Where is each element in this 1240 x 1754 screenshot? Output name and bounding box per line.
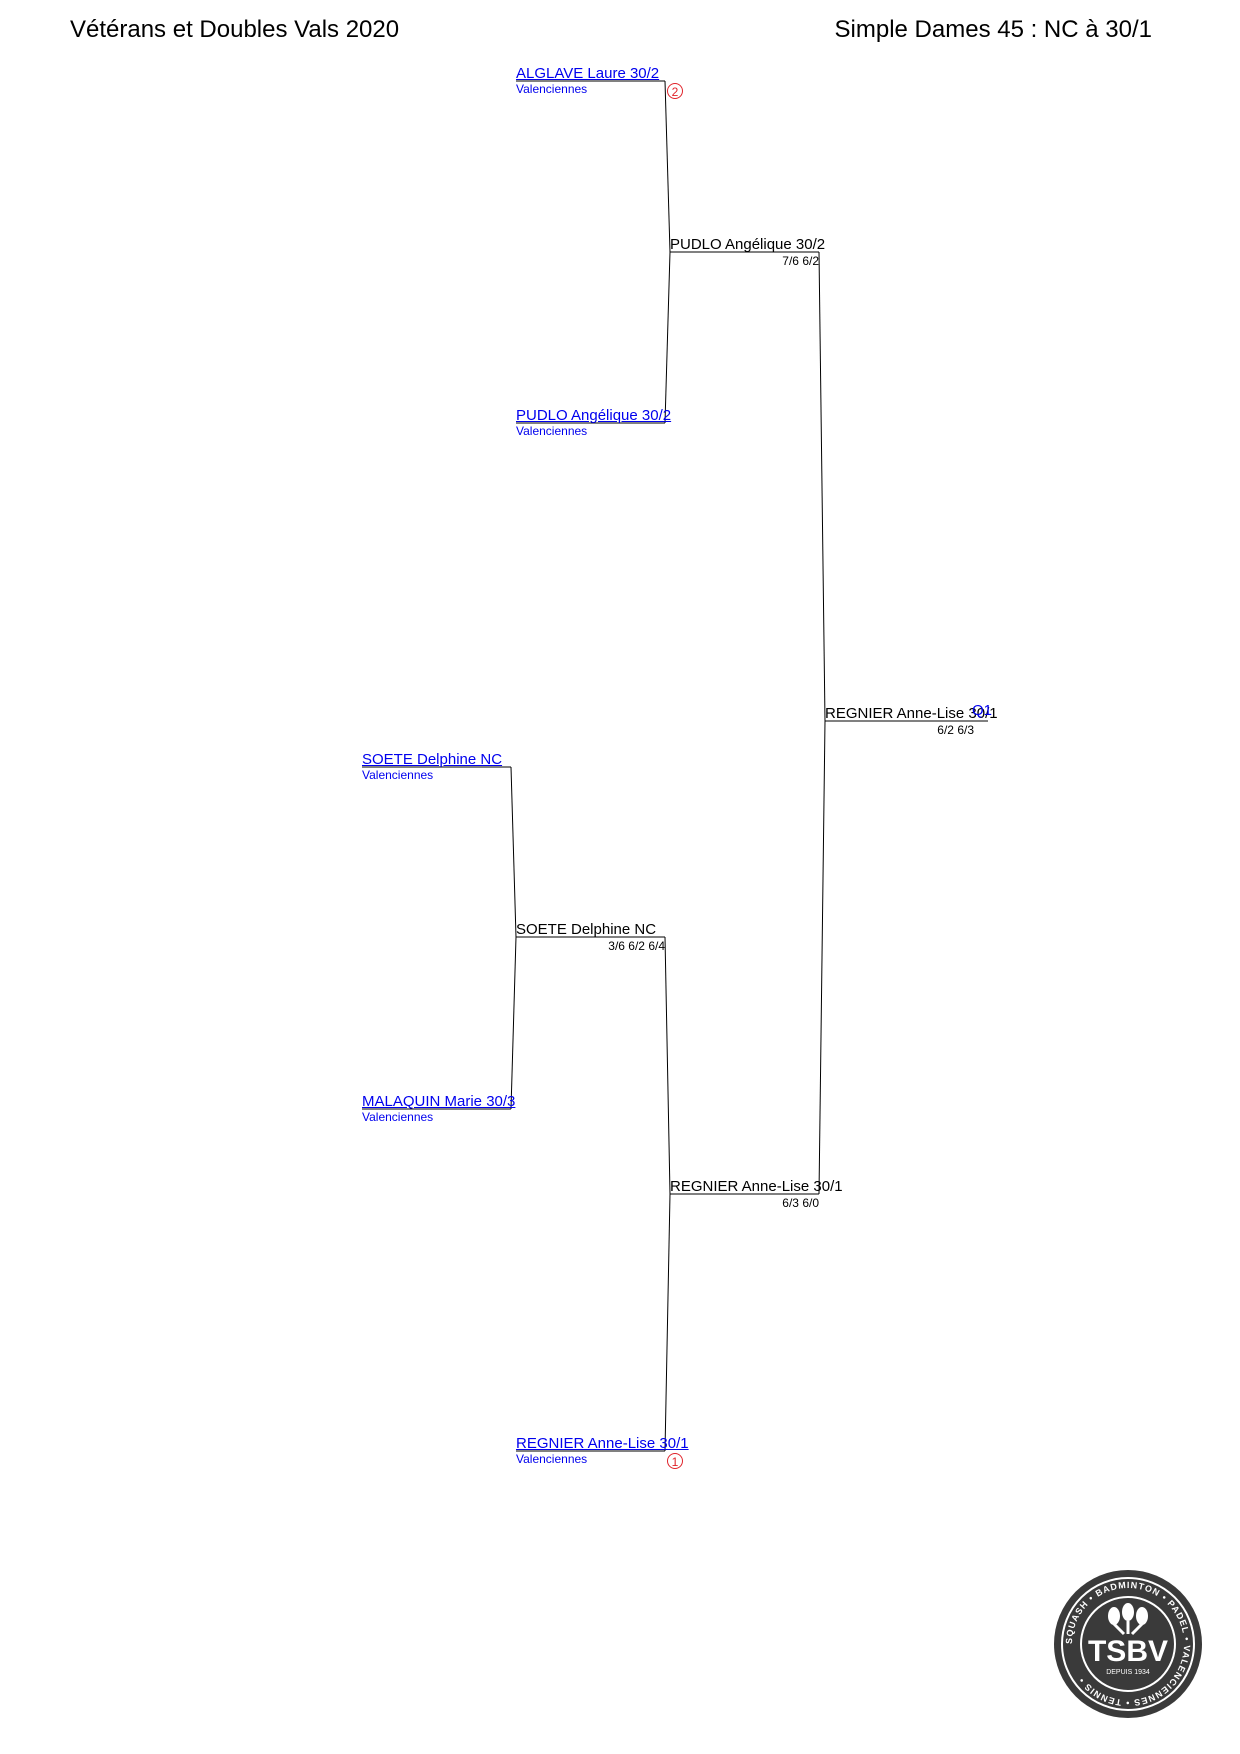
semi-top-winner: PUDLO Angélique 30/2 — [670, 237, 825, 252]
r1-score: 3/6 6/2 6/4 — [608, 939, 665, 953]
connector-semi-bottom-a — [664, 936, 671, 1195]
semi-bottom-score: 6/3 6/0 — [782, 1196, 819, 1210]
seed-badge: 1 — [667, 1453, 683, 1469]
player-link[interactable]: PUDLO Angélique 30/2 — [516, 407, 672, 424]
qualifier-mark: Q1 — [972, 702, 993, 719]
final-winner: REGNIER Anne-Lise 30/1 — [825, 706, 998, 721]
club-label: Valenciennes — [362, 768, 434, 782]
winner-name: REGNIER Anne-Lise 30/1 — [825, 705, 998, 722]
final-score: 6/2 6/3 — [937, 723, 974, 737]
player-link[interactable]: ALGLAVE Laure 30/2 — [516, 65, 660, 82]
player-link[interactable]: MALAQUIN Marie 30/3 — [362, 1093, 516, 1110]
semi-top-score: 7/6 6/2 — [782, 254, 819, 268]
connector-semi-top-b — [664, 251, 671, 424]
racquets-icon — [1108, 1603, 1148, 1636]
winner-name: SOETE Delphine NC — [516, 921, 657, 938]
club-logo: SQUASH • BADMINTON • PADEL • VALENCIENNE… — [1054, 1570, 1202, 1718]
tournament-title: Vétérans et Doubles Vals 2020 — [70, 16, 400, 43]
club-label: Valenciennes — [516, 424, 588, 438]
entrant-pudlo: PUDLO Angélique 30/2 Valenciennes — [516, 408, 671, 437]
connector-r1-top — [510, 766, 517, 938]
club-label: Valenciennes — [516, 82, 588, 96]
logo-since: DEPUIS 1934 — [1106, 1669, 1150, 1676]
connector-final-b — [818, 720, 826, 1195]
entrant-alglave: ALGLAVE Laure 30/2 Valenciennes — [516, 66, 659, 95]
logo-text: TSBV — [1088, 1635, 1168, 1668]
connector-r1-bottom — [510, 936, 517, 1110]
club-label: Valenciennes — [516, 1452, 588, 1466]
category-title: Simple Dames 45 : NC à 30/1 — [834, 16, 1152, 43]
connector-final-a — [818, 251, 826, 722]
semi-bottom-winner: REGNIER Anne-Lise 30/1 — [670, 1179, 843, 1194]
seed-badge: 2 — [667, 83, 683, 99]
connector-semi-bottom-b — [664, 1193, 671, 1452]
winner-name: PUDLO Angélique 30/2 — [670, 236, 826, 253]
entrant-malaquin: MALAQUIN Marie 30/3 Valenciennes — [362, 1094, 515, 1123]
logo-inner-ring — [1080, 1596, 1176, 1692]
winner-name: REGNIER Anne-Lise 30/1 — [670, 1178, 843, 1195]
player-link[interactable]: SOETE Delphine NC — [362, 751, 503, 768]
logo-outer-circle — [1054, 1570, 1202, 1718]
connector-semi-top-a — [664, 80, 671, 253]
logo-outer-ring — [1061, 1577, 1195, 1711]
club-label: Valenciennes — [362, 1110, 434, 1124]
player-link[interactable]: REGNIER Anne-Lise 30/1 — [516, 1435, 689, 1452]
entrant-regnier: REGNIER Anne-Lise 30/1 Valenciennes — [516, 1436, 689, 1465]
entrant-soete: SOETE Delphine NC Valenciennes — [362, 752, 502, 781]
r1-winner: SOETE Delphine NC — [516, 922, 656, 937]
